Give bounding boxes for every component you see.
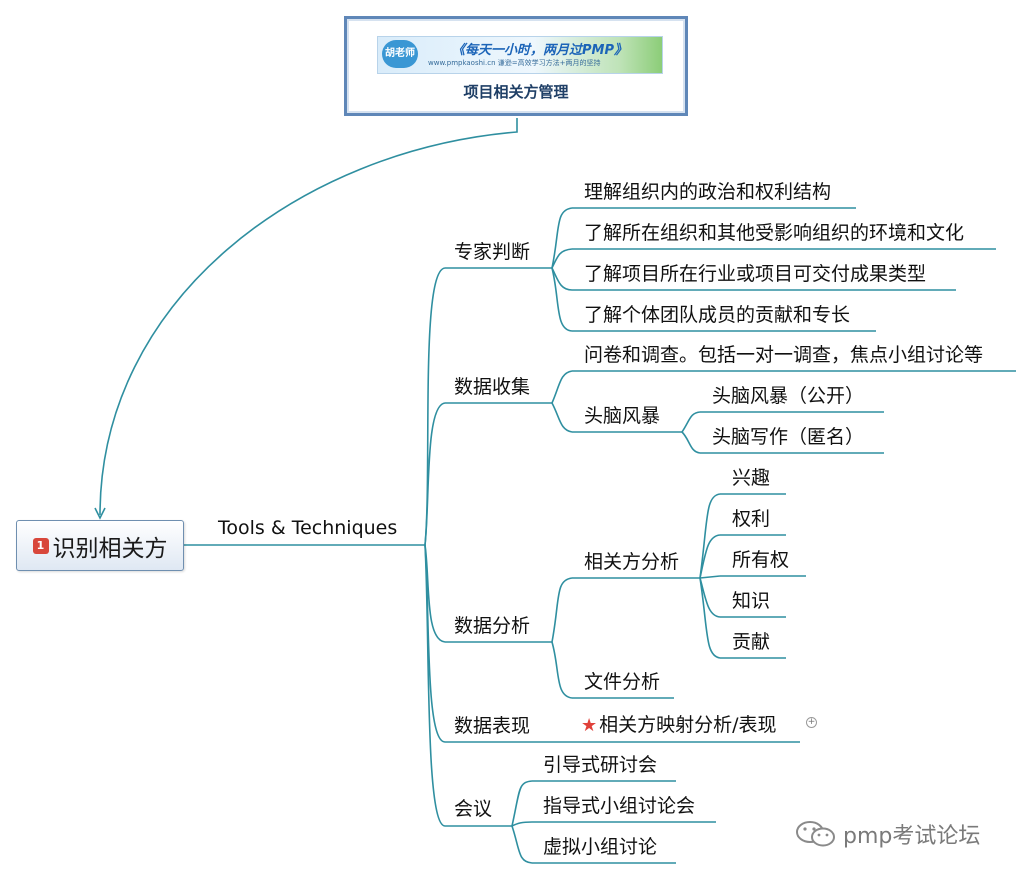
expert-item[interactable]: 了解所在组织和其他受影响组织的环境和文化 [584,222,965,244]
brainstorm-item[interactable]: 头脑写作（匿名） [712,426,865,448]
stakeholder-item[interactable]: 兴趣 [732,467,771,489]
stakeholder-item[interactable]: 所有权 [732,549,790,571]
star-icon: ★ [581,715,598,736]
analysis-document[interactable]: 文件分析 [584,671,661,693]
branch-collect[interactable]: 数据收集 [454,376,531,398]
root-node[interactable]: 1 识别相关方 [16,520,184,571]
banner-logo: 胡老师 [382,40,418,68]
collect-survey[interactable]: 问卷和调查。包括一对一调查，焦点小组讨论等 [584,344,984,366]
expand-icon[interactable]: + [806,717,817,728]
stakeholder-item[interactable]: 权利 [732,508,771,530]
banner-image: 胡老师 《每天一小时，两月过PMP》 www.pmpkaoshi.cn 谦逊=高… [377,36,663,74]
branch-meeting[interactable]: 会议 [454,798,493,820]
watermark-text: pmp考试论坛 [843,824,981,849]
present-item-label: 相关方映射分析/表现 [599,714,777,736]
branch-analysis[interactable]: 数据分析 [454,615,531,637]
stakeholder-item[interactable]: 知识 [732,590,771,612]
analysis-stakeholder[interactable]: 相关方分析 [584,551,680,573]
header-title: 项目相关方管理 [463,83,569,101]
meeting-item[interactable]: 虚拟小组讨论 [543,836,658,858]
banner-slogan: 《每天一小时，两月过PMP》 [452,43,627,58]
meeting-item[interactable]: 引导式研讨会 [543,754,658,776]
tools-techniques-label[interactable]: Tools & Techniques [218,517,398,539]
stakeholder-item[interactable]: 贡献 [732,631,771,653]
watermark: pmp考试论坛 [793,818,980,850]
banner-url: www.pmpkaoshi.cn 谦逊=高效学习方法+两月的坚持 [428,59,601,67]
branch-present[interactable]: 数据表现 [454,715,531,737]
header-box: 胡老师 《每天一小时，两月过PMP》 www.pmpkaoshi.cn 谦逊=高… [344,16,688,116]
present-item[interactable]: ★相关方映射分析/表现 [581,713,777,738]
brainstorm-item[interactable]: 头脑风暴（公开） [712,385,865,407]
expert-item[interactable]: 了解个体团队成员的贡献和专长 [584,304,851,326]
root-label: 识别相关方 [52,535,168,562]
expert-item[interactable]: 了解项目所在行业或项目可交付成果类型 [584,263,927,285]
meeting-item[interactable]: 指导式小组讨论会 [543,795,696,817]
expert-item[interactable]: 理解组织内的政治和权利结构 [584,181,832,203]
branch-expert[interactable]: 专家判断 [454,241,531,263]
priority-badge: 1 [32,537,49,554]
wechat-icon [796,821,835,847]
collect-brainstorm[interactable]: 头脑风暴 [584,405,661,427]
